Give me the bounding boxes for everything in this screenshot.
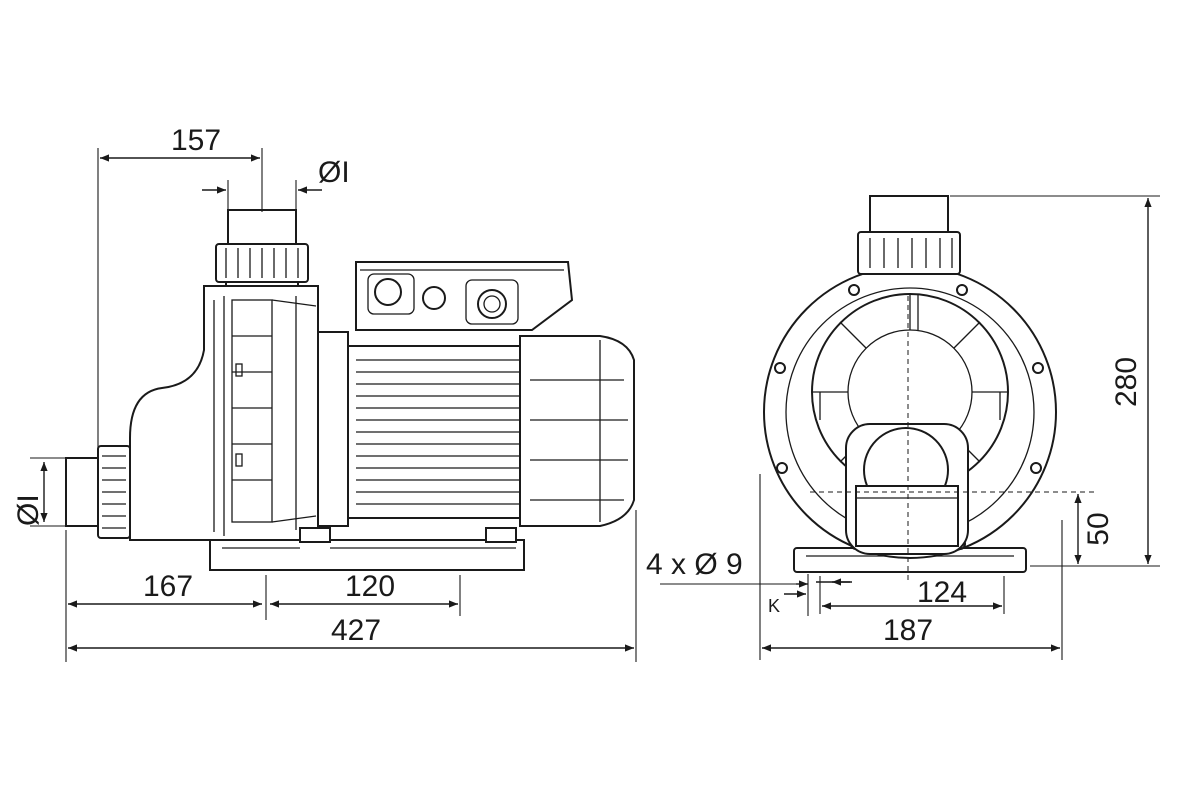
dim-label-inlet-diameter: ØI xyxy=(12,494,45,526)
side-view: 157 ØI ØI 167 120 427 xyxy=(12,124,637,662)
suction-port xyxy=(65,445,131,539)
motor-body xyxy=(317,331,635,527)
front-suction-port xyxy=(845,423,969,555)
dim-label-50: 50 xyxy=(1082,512,1115,545)
pump-base xyxy=(209,527,525,571)
dim-label-280: 280 xyxy=(1110,357,1143,407)
dim-label-124: 124 xyxy=(917,576,967,609)
front-view: 280 50 4 x Ø 9 K 124 187 xyxy=(646,195,1160,660)
pump-casing xyxy=(129,285,319,541)
discharge-port xyxy=(215,209,309,291)
dim-label-mounting-holes: 4 x Ø 9 xyxy=(646,548,743,581)
dim-label-187: 187 xyxy=(883,614,933,647)
dim-label-outlet-diameter: ØI xyxy=(318,156,350,189)
dim-label-167: 167 xyxy=(143,570,193,603)
dim-label-427: 427 xyxy=(331,614,381,647)
dim-label-k: K xyxy=(768,596,780,616)
terminal-box xyxy=(355,261,574,331)
front-discharge-port xyxy=(857,195,961,275)
dim-label-157: 157 xyxy=(171,124,221,157)
dim-label-120: 120 xyxy=(345,570,395,603)
